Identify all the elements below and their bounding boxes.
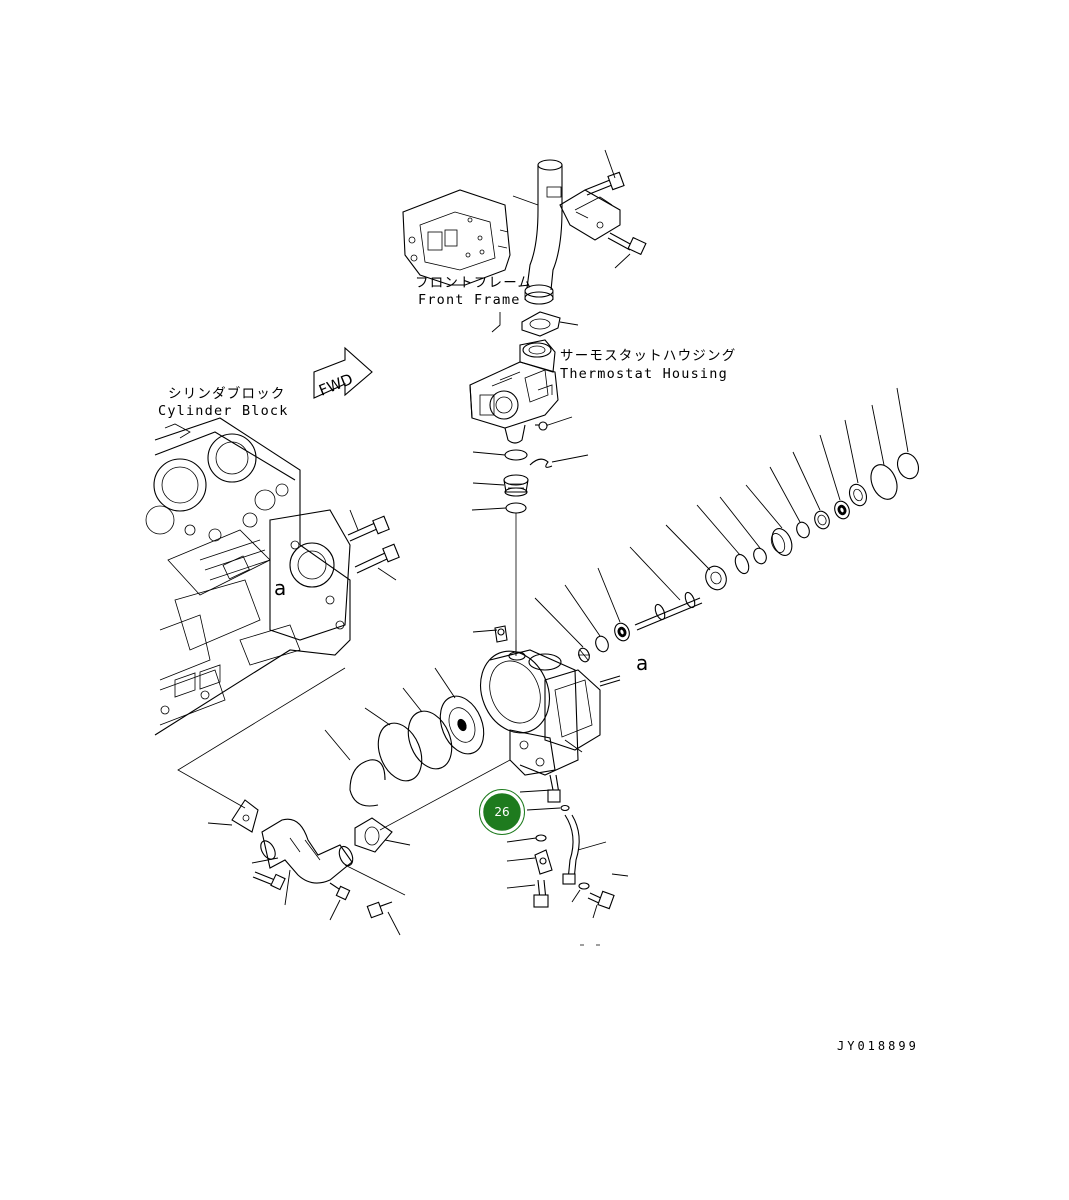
bearing-2 bbox=[814, 510, 830, 530]
clamp-bracket bbox=[534, 849, 553, 875]
cover-cap bbox=[896, 452, 920, 480]
connector-tube bbox=[547, 774, 561, 803]
impeller bbox=[439, 695, 485, 755]
reference-a-pump: a bbox=[636, 651, 648, 675]
washer-2 bbox=[796, 521, 810, 539]
small-washer bbox=[560, 804, 570, 812]
pump-snap-ring bbox=[349, 759, 386, 807]
washer-1 bbox=[753, 547, 767, 565]
pump-o-ring-1 bbox=[407, 710, 453, 770]
callout-marker-number: 26 bbox=[494, 805, 509, 819]
thermostat bbox=[503, 474, 529, 497]
gear bbox=[770, 528, 793, 556]
bolt-upper-2 bbox=[607, 232, 647, 256]
pump-shaft bbox=[634, 591, 703, 631]
thermostat-o-ring bbox=[504, 449, 528, 461]
o-ring-large bbox=[870, 464, 898, 500]
front-frame-leader bbox=[491, 312, 501, 333]
block-bolt-1 bbox=[347, 515, 390, 542]
bolt-upper-1 bbox=[584, 171, 625, 196]
elbow-bolt-3 bbox=[366, 901, 393, 919]
fwd-arrow: FWD bbox=[313, 346, 373, 400]
pump-o-ring-2 bbox=[377, 722, 423, 782]
thermostat-housing-label-en: Thermostat Housing bbox=[560, 366, 728, 382]
reference-a-block: a bbox=[274, 576, 286, 600]
elbow-gasket-1 bbox=[231, 799, 259, 833]
thermostat-housing-label-jp: サーモスタットハウジング bbox=[560, 348, 736, 364]
drawing-number: JY018899 bbox=[837, 1039, 919, 1053]
drain-plug bbox=[599, 675, 621, 687]
block-bolt-2 bbox=[354, 543, 400, 574]
nut bbox=[578, 647, 590, 663]
front-frame-part bbox=[402, 189, 511, 286]
water-pump-body bbox=[480, 649, 601, 776]
seal-1 bbox=[834, 500, 850, 520]
elbow-pipe bbox=[260, 818, 354, 884]
cylinder-block bbox=[145, 417, 351, 736]
elbow-gasket-2 bbox=[354, 817, 393, 853]
elbow-bolt-1 bbox=[252, 871, 286, 891]
thermostat-housing bbox=[469, 339, 559, 444]
hose bbox=[564, 814, 580, 881]
front-frame-label-jp: フロントフレーム bbox=[415, 275, 532, 291]
elbow-bolt-2 bbox=[329, 882, 351, 901]
cylinder-block-label-en: Cylinder Block bbox=[158, 403, 289, 419]
pipe-gasket bbox=[521, 311, 561, 337]
lower-bolt-2 bbox=[587, 890, 615, 910]
lower-o-ring bbox=[505, 502, 527, 514]
callout-marker[interactable]: 26 bbox=[479, 789, 525, 835]
pipe-leader bbox=[512, 195, 539, 206]
seal-washer bbox=[535, 834, 547, 842]
hose-fitting bbox=[562, 873, 590, 890]
washer-3 bbox=[595, 635, 609, 653]
lower-bolt-1 bbox=[533, 879, 549, 908]
housing-bolt bbox=[535, 421, 548, 431]
bearing-1 bbox=[705, 565, 727, 591]
fwd-label: FWD bbox=[316, 370, 355, 400]
clip bbox=[529, 458, 553, 468]
bearing-3 bbox=[848, 483, 868, 507]
seal-2 bbox=[614, 622, 630, 642]
front-frame-label-en: Front Frame bbox=[418, 292, 521, 308]
snap-ring-1 bbox=[734, 553, 750, 575]
pipe-bracket bbox=[559, 189, 621, 241]
cylinder-block-label-jp: シリンダブロック bbox=[168, 385, 286, 402]
top-fitting bbox=[494, 625, 508, 643]
